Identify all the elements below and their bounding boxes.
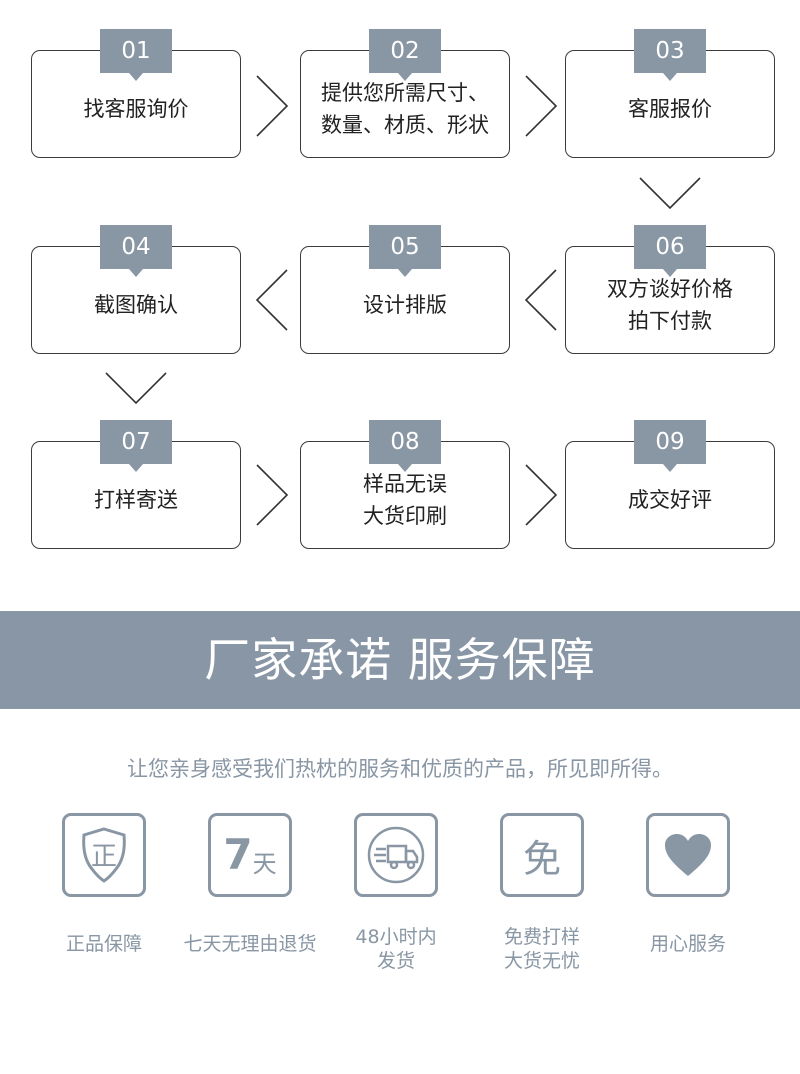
step-label: 设计排版: [363, 293, 447, 317]
step-label: 提供您所需尺寸、 数量、材质、形状: [321, 81, 489, 137]
step-number-badge: 02: [369, 29, 441, 81]
step-number-badge: 07: [100, 420, 172, 472]
chevron-right-icon: [255, 74, 289, 138]
step-number-badge: 06: [634, 225, 706, 277]
step-label: 打样寄送: [94, 488, 178, 512]
step-number-badge: 09: [634, 420, 706, 472]
heart-icon: [646, 813, 730, 897]
step-label: 样品无误 大货印刷: [363, 472, 447, 528]
chevron-right-icon: [524, 74, 558, 138]
free-glyph: 免: [522, 836, 561, 881]
step-06-box: 06 双方谈好价格 拍下付款: [565, 225, 775, 354]
step-04-box: 04 截图确认: [31, 225, 241, 354]
chevron-down-icon: [104, 371, 168, 405]
step-label: 双方谈好价格 拍下付款: [607, 277, 733, 333]
promise-banner: 厂家承诺 服务保障: [0, 611, 800, 709]
step-number-badge: 01: [100, 29, 172, 81]
step-number-badge: 05: [369, 225, 441, 277]
feature-label: 用心服务: [649, 933, 726, 955]
feature-label: 正品保障: [65, 933, 142, 955]
shield-icon: 正: [62, 813, 146, 897]
step-label: 找客服询价: [83, 97, 189, 121]
day-text: 天: [252, 849, 277, 878]
chevron-left-icon: [255, 268, 289, 332]
step-09-box: 09 成交好评: [565, 420, 775, 549]
feature-label: 48小时内 发货: [355, 926, 437, 972]
chevron-right-icon: [524, 463, 558, 527]
chevron-right-icon: [255, 463, 289, 527]
feature-label: 七天无理由退货: [183, 933, 317, 955]
step-label: 成交好评: [628, 488, 712, 512]
step-number-badge: 03: [634, 29, 706, 81]
shield-glyph: 正: [91, 842, 117, 872]
seven-days-icon: 7 天: [208, 813, 292, 897]
tagline: 让您亲身感受我们热枕的服务和优质的产品，所见即所得。: [127, 757, 673, 781]
step-03-box: 03 客服报价: [565, 29, 775, 158]
step-05-box: 05 设计排版: [300, 225, 510, 354]
delivery-truck-icon: [354, 813, 438, 897]
step-08-box: 08 样品无误 大货印刷: [300, 420, 510, 549]
step-02-box: 02 提供您所需尺寸、 数量、材质、形状: [300, 29, 510, 158]
seven-number: 7: [223, 830, 253, 879]
feature-label: 免费打样 大货无忧: [503, 926, 580, 972]
chevron-left-icon: [524, 268, 558, 332]
step-01-box: 01 找客服询价: [31, 29, 241, 158]
step-07-box: 07 打样寄送: [31, 420, 241, 549]
step-number-badge: 04: [100, 225, 172, 277]
step-number-badge: 08: [369, 420, 441, 472]
step-label: 客服报价: [628, 97, 712, 121]
free-icon: 免: [500, 813, 584, 897]
chevron-down-icon: [638, 176, 702, 210]
step-label: 截图确认: [94, 293, 178, 317]
